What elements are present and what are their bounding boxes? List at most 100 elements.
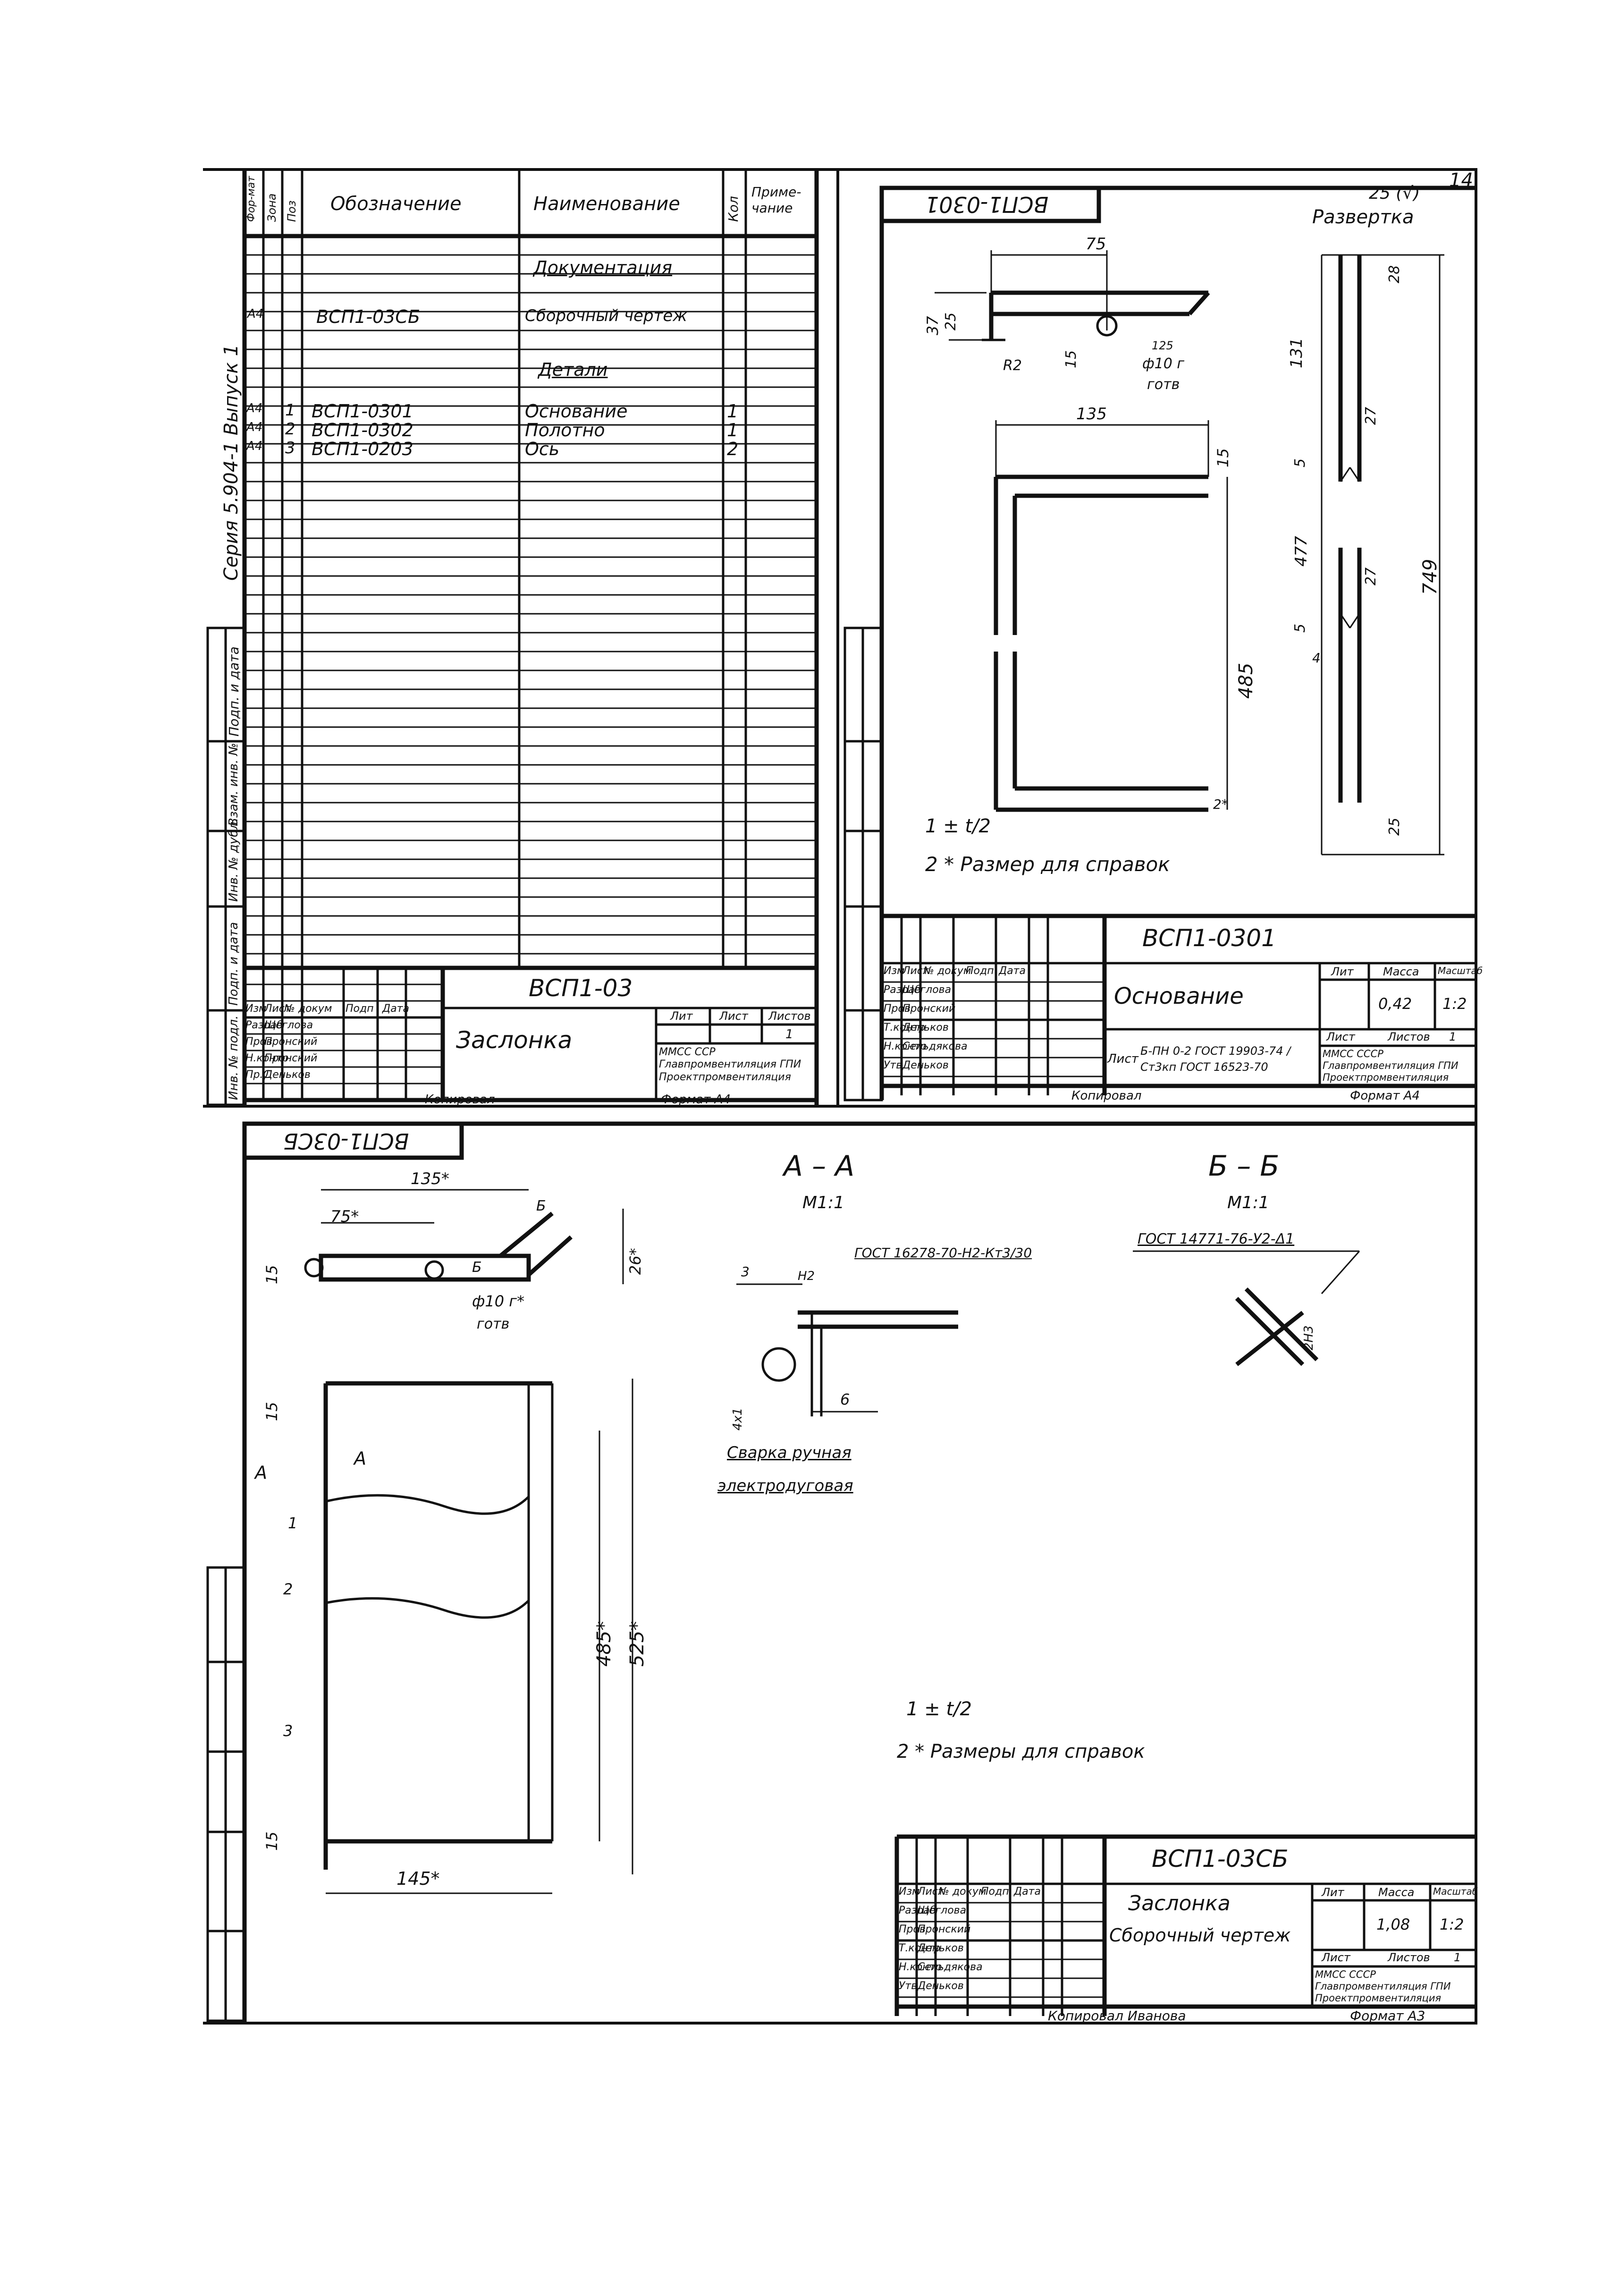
- section-docs: Документация: [533, 257, 673, 278]
- dimension-label: Н2: [798, 1269, 815, 1283]
- dimension-label: 75: [1086, 235, 1106, 254]
- spec-row-pos: 1: [285, 401, 295, 420]
- part-stamp-scale-val: 1:2: [1442, 995, 1467, 1013]
- spec-stamp-org: ММСС ССР Главпромвентиляция ГПИ Проектпр…: [659, 1046, 801, 1083]
- dimension-label: 2*: [1213, 796, 1228, 812]
- assembly-stamp-sheets: Листов: [1388, 1951, 1430, 1964]
- stamp-role-cell: Подп: [981, 1886, 1009, 1898]
- dimension-label: 2: [283, 1580, 293, 1598]
- spec-row-designation: ВСП1-0203: [312, 439, 413, 459]
- spec-row-qty: 2: [727, 439, 739, 459]
- stamp-role-cell: Щеглова: [918, 1905, 967, 1916]
- dimension-label: ф10 г: [1142, 356, 1185, 372]
- stamp-role-cell: № докум: [938, 1886, 986, 1898]
- spec-row-format: А4: [246, 401, 263, 415]
- section-aa-scale: М1:1: [802, 1193, 844, 1212]
- spec-stamp-code: ВСП1-03: [529, 974, 633, 1002]
- stamp-role-cell: Т.контр: [899, 1942, 941, 1954]
- stamp-role-cell: Разраб: [245, 1019, 283, 1031]
- part-stamp-material: Б-ПН 0-2 ГОСТ 19903-74 / Ст3кп ГОСТ 1652…: [1140, 1044, 1291, 1074]
- part-roughness: 25 (√): [1369, 184, 1420, 203]
- bottom-border: [203, 2022, 1477, 2025]
- doc-row-designation: ВСП1-03СБ: [316, 306, 421, 327]
- part-format: Формат А4: [1350, 1089, 1420, 1103]
- stamp-role-cell: Изм: [899, 1886, 920, 1898]
- stamp-role-cell: Деньков: [918, 1980, 964, 1992]
- section-bb-scale: М1:1: [1227, 1193, 1269, 1212]
- dimension-label: 1: [288, 1514, 298, 1532]
- assembly-stamp-scale: Масштаб: [1433, 1886, 1478, 1897]
- stamp-role-cell: Изм: [245, 1003, 267, 1015]
- assembly-stamp-mass-val: 1,08: [1376, 1915, 1410, 1933]
- spec-row-qty: 1: [727, 420, 739, 441]
- spec-row-name: Основание: [525, 401, 628, 422]
- spec-row-pos: 3: [285, 439, 295, 458]
- part-stamp-sheet: Лист: [1326, 1030, 1355, 1043]
- stamp-role-cell: Дата: [999, 965, 1026, 977]
- stamp-role-cell: Сельдякова: [902, 1041, 968, 1052]
- part-copied: Копировал: [1071, 1089, 1142, 1103]
- stamp-role-cell: Лист: [264, 1003, 291, 1015]
- dimension-label: 145*: [396, 1868, 440, 1889]
- assembly-stamp-mass: Масса: [1378, 1886, 1415, 1899]
- spec-row-name: Полотно: [525, 420, 605, 441]
- assembly-stamp-org: ММСС СССР Главпромвентиляция ГПИ Проектп…: [1315, 1969, 1451, 2004]
- stamp-role-cell: Деньков: [918, 1942, 964, 1954]
- weld-note-2: электродуговая: [717, 1476, 853, 1495]
- dimension-label: ф10 г*: [472, 1292, 525, 1310]
- stamp-role-cell: Утв: [884, 1059, 902, 1071]
- dimension-label: 3: [741, 1264, 750, 1279]
- dimension-label: Б: [536, 1198, 546, 1214]
- stamp-role-cell: Деньков: [902, 1059, 949, 1071]
- spec-format: Формат А4: [661, 1093, 731, 1107]
- dimension-label: 6: [840, 1390, 850, 1408]
- assembly-stamp-code: ВСП1-03СБ: [1152, 1845, 1289, 1872]
- middle-vertical-divider: [836, 168, 839, 1107]
- part-stamp-org: ММСС СССР Главпромвентиляция ГПИ Проектп…: [1323, 1048, 1459, 1084]
- stamp-role-cell: Пров: [899, 1923, 926, 1935]
- assembly-stamp-title: Заслонка: [1128, 1891, 1231, 1915]
- spec-row-format: А4: [246, 420, 263, 434]
- spec-stamp-sheets-val: 1: [785, 1027, 793, 1042]
- stamp-role-cell: Разраб: [884, 984, 921, 996]
- assembly-stamp-subtitle: Сборочный чертеж: [1109, 1925, 1291, 1946]
- part-development-label: Развертка: [1312, 206, 1414, 228]
- spec-row-pos: 2: [285, 420, 295, 439]
- header-designation: Обозначение: [330, 193, 462, 215]
- stamp-role-cell: Деньков: [902, 1022, 949, 1034]
- weld-bb: ГОСТ 14771-76-У2-Δ1: [1138, 1231, 1295, 1247]
- dimension-label: 135: [1076, 405, 1107, 424]
- section-parts: Детали: [538, 359, 608, 380]
- part-stamp-mass: Масса: [1383, 965, 1419, 978]
- part-tolerance: 1 ± t/2: [925, 815, 991, 837]
- dimension-label: 75*: [330, 1207, 359, 1226]
- header-note: Приме-чание: [751, 184, 801, 216]
- spec-stamp-sheet: Лист: [719, 1009, 748, 1023]
- spec-stamp-sheets: Листов: [768, 1009, 811, 1023]
- dimension-label: 4: [1312, 650, 1321, 666]
- assembly-stamp-scale-val: 1:2: [1440, 1915, 1464, 1933]
- doc-row-name: Сборочный чертеж: [525, 306, 687, 325]
- part-stamp-lit: Лит: [1331, 965, 1354, 978]
- stamp-role-cell: Пров: [884, 1003, 911, 1015]
- header-name: Наименование: [533, 193, 680, 215]
- stamp-role-cell: Разраб: [899, 1905, 936, 1916]
- stamp-role-cell: Пронский: [918, 1923, 971, 1935]
- spec-stamp-lit: Лит: [670, 1009, 693, 1023]
- stamp-role-cell: Подп: [966, 965, 994, 977]
- stamp-role-cell: № докум: [284, 1003, 332, 1015]
- assembly-format: Формат А3: [1350, 2008, 1425, 2024]
- part-stamp-sheets: Листов: [1388, 1030, 1430, 1043]
- spec-row-designation: ВСП1-0302: [312, 420, 413, 441]
- spec-row-qty: 1: [727, 401, 739, 422]
- spec-row-format: А4: [246, 439, 263, 453]
- dimension-label: Б: [472, 1259, 482, 1276]
- stamp-role-cell: Пронский: [264, 1052, 318, 1064]
